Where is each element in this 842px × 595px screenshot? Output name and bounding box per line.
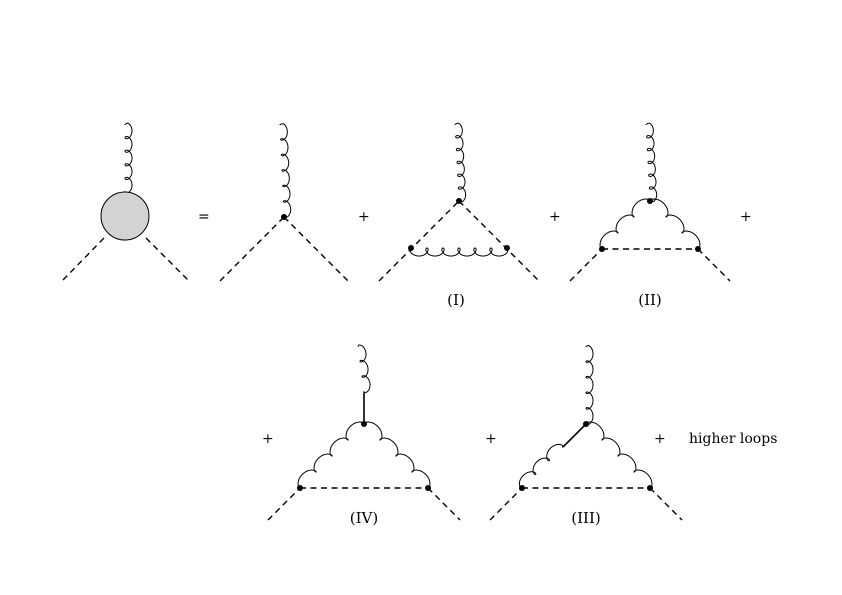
label-IV: (IV)	[350, 509, 378, 527]
ghost-line-right	[649, 487, 683, 521]
vertex-dot	[456, 198, 462, 204]
vertex-dot	[647, 198, 653, 204]
gluon-internal-left	[599, 198, 651, 250]
gluon-internal-left	[518, 443, 564, 489]
ghost-line-right	[458, 200, 540, 282]
diagram-I	[378, 122, 540, 282]
ghost-line-right	[145, 237, 189, 281]
gluon-external	[124, 122, 133, 194]
label-I: (I)	[447, 291, 465, 309]
vertex-dot	[425, 485, 431, 491]
ghost-line-left	[569, 248, 603, 282]
vertex-dot	[408, 245, 414, 251]
ghost-line-right	[697, 248, 731, 282]
vertex-dot	[519, 485, 525, 491]
ghost-line-left	[62, 237, 105, 281]
gluon-external	[357, 344, 371, 394]
plus-sign: +	[262, 431, 274, 447]
vertex-dot	[297, 485, 303, 491]
plus-sign: +	[740, 209, 752, 225]
vertex-dot	[599, 246, 605, 252]
full-vertex-diagram	[62, 122, 189, 281]
gluon-internal-right	[649, 198, 701, 250]
plus-sign: +	[358, 209, 370, 225]
vertex-dot	[281, 214, 287, 220]
plus-sign: +	[654, 431, 666, 447]
vertex-blob	[100, 191, 150, 241]
diagram-II	[569, 122, 731, 282]
gluon-internal-right	[585, 421, 653, 489]
ghost-line-left	[219, 216, 285, 282]
gluon-internal	[409, 247, 509, 257]
tree-level-diagram	[219, 123, 349, 282]
higher-loops-text: higher loops	[689, 431, 777, 447]
diagram-III	[489, 344, 683, 521]
diagram-IV	[267, 344, 461, 521]
plus-sign: +	[549, 209, 561, 225]
gluon-internal-left	[297, 421, 365, 489]
plus-sign: +	[485, 431, 497, 447]
gluon-internal-right	[363, 421, 431, 489]
ghost-line-left	[267, 487, 301, 521]
vertex-dot	[583, 421, 589, 427]
vertex-dot	[695, 246, 701, 252]
gluon-external	[454, 122, 467, 203]
gluon-external	[645, 122, 658, 203]
vertex-dot	[361, 421, 367, 427]
gluon-stub	[562, 423, 587, 448]
label-II: (II)	[638, 291, 662, 309]
gluon-external	[279, 123, 292, 218]
ghost-line-left	[378, 200, 460, 282]
ghost-line-right	[283, 216, 349, 282]
vertex-dot	[504, 245, 510, 251]
gluon-external	[585, 344, 594, 426]
label-III: (III)	[571, 509, 600, 527]
equals-sign: =	[198, 209, 210, 225]
vertex-dot	[647, 485, 653, 491]
ghost-line-left	[489, 487, 523, 521]
ghost-line-right	[427, 487, 461, 521]
